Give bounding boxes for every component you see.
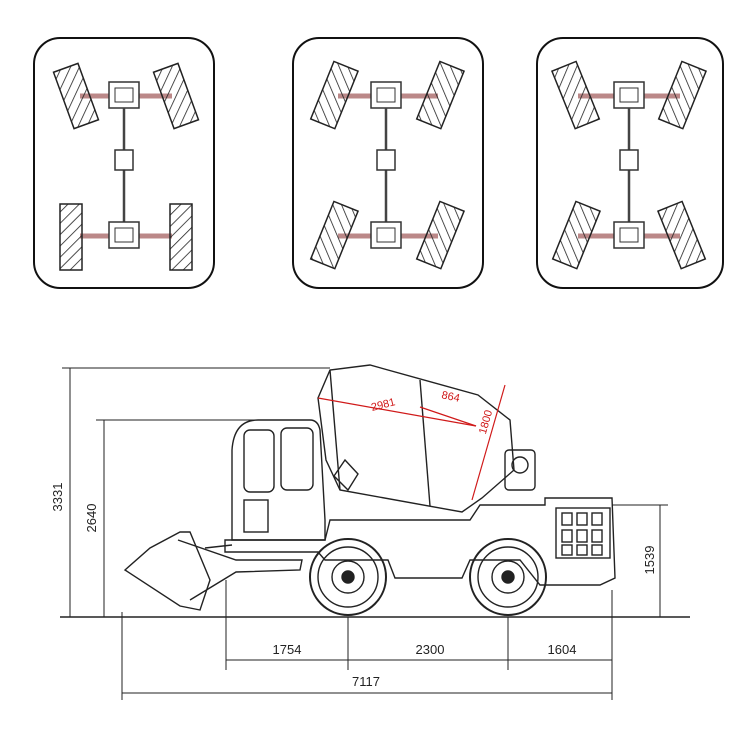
wheel-front-right: [415, 60, 466, 130]
wheel-front-left: [550, 60, 601, 130]
steering-panel-front: [33, 37, 215, 289]
wheel-rear-left: [309, 200, 360, 270]
chassis: [224, 497, 616, 586]
wheel-rear-right: [656, 200, 707, 270]
dim-drum-diameter: 1800: [477, 409, 495, 436]
engine-grille: [561, 512, 603, 556]
dim-wheelbase: 2300: [416, 642, 445, 657]
rear-axle: [309, 200, 466, 270]
wheel-rear-right: [169, 203, 193, 271]
wheel-front-left: [309, 60, 360, 130]
wheel-front: [309, 538, 387, 616]
cab-door: [243, 499, 269, 533]
dim-drum-length: 2981: [370, 396, 397, 414]
wheel-rear-left: [551, 200, 602, 270]
transfer-case: [376, 149, 396, 171]
dim-drum-cone: 864: [440, 389, 460, 405]
loader-cylinder: [204, 544, 233, 549]
front-axle: [550, 60, 708, 130]
wheel-front-left: [52, 62, 100, 130]
dim-rear-height: 1539: [642, 546, 657, 575]
wheel-front-right: [152, 62, 200, 130]
drum-seam: [419, 379, 431, 507]
drum-support: [333, 458, 359, 492]
loader-arm: [177, 539, 303, 601]
front-axle: [52, 62, 200, 130]
wheel-rear-right: [415, 200, 466, 270]
drum-dimension-lines: [317, 384, 506, 501]
dim-overall-height: 3331: [50, 483, 65, 512]
dim-cab-height: 2640: [84, 504, 99, 533]
steering-panel-crab: [292, 37, 484, 289]
dimension-lines: [62, 367, 668, 700]
cab: [231, 419, 326, 541]
cab-window-front: [243, 429, 275, 493]
dim-rear-overhang: 1604: [548, 642, 577, 657]
mixer-side-view: [60, 364, 690, 618]
wheel-rear: [469, 538, 547, 616]
engine-hood: [555, 507, 611, 559]
rear-axle: [59, 203, 193, 271]
steering-panel-four-wheel: [536, 37, 724, 289]
rear-axle: [551, 200, 707, 270]
loader-bucket: [123, 531, 211, 611]
wheel-rear-left: [59, 203, 83, 271]
transfer-case: [114, 149, 134, 171]
cab-window-side: [280, 427, 314, 491]
front-axle: [309, 60, 466, 130]
wheel-front-right: [657, 60, 708, 130]
transfer-case: [619, 149, 639, 171]
drum-outlet: [511, 456, 529, 474]
drum-chute: [504, 449, 536, 491]
dim-overall-length: 7117: [352, 674, 380, 689]
dim-front-overhang: 1754: [273, 642, 302, 657]
